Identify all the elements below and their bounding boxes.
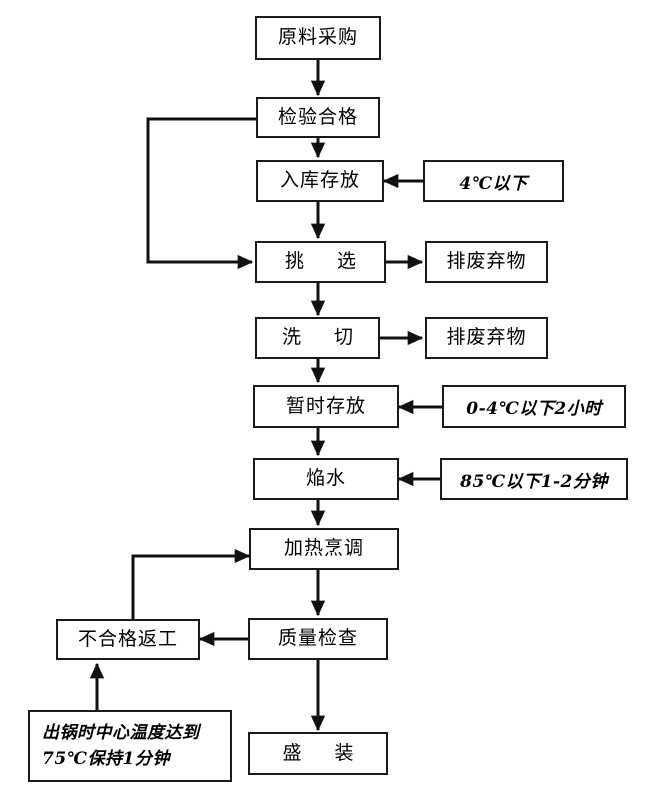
node-raw-material-purchase[interactable]: 原料采购 — [255, 16, 381, 60]
note-core-temp-line1: 出锅时中心温度达到 — [42, 722, 200, 743]
note-core-temperature: 出锅时中心温度达到 75℃保持1分钟 — [28, 710, 232, 782]
node-plating[interactable]: 盛 装 — [248, 732, 388, 775]
node-rework-unqualified[interactable]: 不合格返工 — [56, 619, 200, 660]
node-quality-check[interactable]: 质量检查 — [248, 618, 388, 660]
connector-rework-to-cooking — [131, 548, 251, 620]
node-wash-cut[interactable]: 洗 切 — [255, 317, 380, 359]
node-waste-discard-1[interactable]: 排废弃物 — [425, 241, 548, 283]
node-sorting[interactable]: 挑 选 — [255, 241, 386, 283]
node-inspection-pass[interactable]: 检验合格 — [256, 97, 380, 138]
node-waste-discard-2[interactable]: 排废弃物 — [425, 317, 548, 359]
note-blanching-condition: 85℃以下1-2分钟 — [440, 458, 628, 500]
note-core-temp-line2: 75℃保持1分钟 — [42, 749, 170, 769]
node-blanching[interactable]: 焔水 — [253, 458, 399, 500]
note-storage-temp: 4℃以下 — [423, 160, 564, 202]
node-heat-cooking[interactable]: 加热烹调 — [249, 528, 399, 570]
note-temp-storage-condition: 0-4℃以下2小时 — [442, 385, 626, 428]
node-warehouse-storage[interactable]: 入库存放 — [256, 160, 384, 202]
node-temporary-storage[interactable]: 暂时存放 — [253, 385, 399, 428]
connector-inspection-loop-to-sorting — [146, 117, 256, 270]
